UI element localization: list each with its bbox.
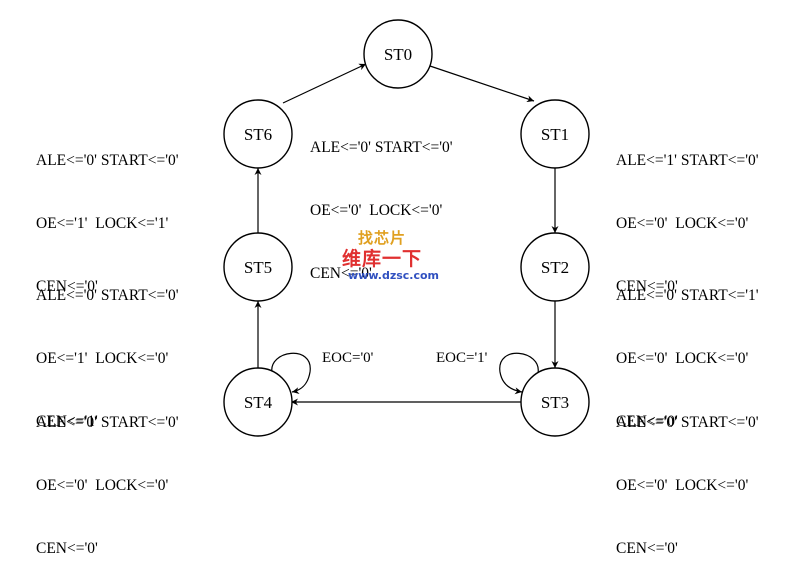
outputs-st3: ALE<='0' START<='0' OE<='0' LOCK<='0' CE… [616, 370, 759, 580]
outputs-st6-line-2: OE<='1' LOCK<='1' [36, 215, 169, 232]
outputs-st2: ALE<='0' START<='1' OE<='0' LOCK<='0' CE… [616, 243, 759, 453]
condition-st4-loop: EOC='0' [322, 350, 374, 366]
edge-st0-st1 [429, 65, 535, 103]
outputs-st5-line-1: ALE<='0' START<='0' [36, 287, 179, 304]
self-loop-st3 [499, 352, 539, 395]
self-loop-st4 [271, 352, 311, 395]
state-st3: ST3 [520, 367, 590, 437]
state-st1: ST1 [520, 99, 590, 169]
state-label-st3: ST3 [541, 393, 569, 412]
outputs-st4-line-2: OE<='0' LOCK<='0' [36, 477, 169, 494]
state-label-st6: ST6 [244, 125, 272, 144]
outputs-st0-line-2: OE<='0' LOCK<='0' [310, 202, 443, 219]
state-st4: ST4 [223, 367, 293, 437]
outputs-st0-line-1: ALE<='0' START<='0' [310, 139, 453, 156]
outputs-st0-line-3: CEN<='0' [310, 265, 372, 282]
outputs-st3-line-2: OE<='0' LOCK<='0' [616, 477, 749, 494]
state-label-st5: ST5 [244, 258, 272, 277]
state-st0: ST0 [363, 19, 433, 89]
outputs-st1-line-1: ALE<='1' START<='0' [616, 152, 759, 169]
outputs-st1-line-2: OE<='0' LOCK<='0' [616, 215, 749, 232]
outputs-st6-line-1: ALE<='0' START<='0' [36, 152, 179, 169]
watermark-middle-text: 维库一下 [342, 248, 423, 270]
state-label-st4: ST4 [244, 393, 273, 412]
outputs-st4-line-1: ALE<='0' START<='0' [36, 414, 179, 431]
outputs-st4-line-3: CEN<='0' [36, 540, 98, 557]
outputs-st0: ALE<='0' START<='0' OE<='0' LOCK<='0' CE… [310, 95, 453, 305]
watermark-url: www.dzsc.com [348, 269, 440, 282]
outputs-st1: ALE<='1' START<='0' OE<='0' LOCK<='0' CE… [616, 108, 759, 318]
state-st5: ST5 [223, 232, 293, 302]
outputs-st3-line-3: CEN<='0' [616, 540, 678, 557]
watermark-top-text: 找芯片 [358, 229, 407, 247]
watermark-logo: 找芯片 维库一下 www.dzsc.com [340, 227, 458, 285]
outputs-st5-line-3: CEN<='1' [36, 413, 98, 430]
state-st2: ST2 [520, 232, 590, 302]
outputs-st2-line-1: ALE<='0' START<='1' [616, 287, 759, 304]
state-label-st2: ST2 [541, 258, 569, 277]
outputs-st5-line-2: OE<='1' LOCK<='0' [36, 350, 169, 367]
outputs-st2-line-2: OE<='0' LOCK<='0' [616, 350, 749, 367]
outputs-st3-line-1: ALE<='0' START<='0' [616, 414, 759, 431]
outputs-st5: ALE<='0' START<='0' OE<='1' LOCK<='0' CE… [36, 243, 179, 453]
outputs-st6: ALE<='0' START<='0' OE<='1' LOCK<='1' CE… [36, 108, 179, 318]
outputs-st1-line-3: CEN<='0' [616, 278, 678, 295]
outputs-st6-line-3: CEN<='0' [36, 278, 98, 295]
edge-st6-st0 [282, 63, 367, 104]
state-diagram: ST0 ST1 ST2 ST3 ST4 ST5 ST6 EOC='0' EOC=… [223, 19, 590, 437]
condition-st3-loop: EOC='1' [436, 350, 488, 366]
state-st6: ST6 [223, 99, 293, 169]
outputs-st2-line-3: CEN<='0' [616, 413, 678, 430]
state-label-st1: ST1 [541, 125, 569, 144]
state-label-st0: ST0 [384, 45, 412, 64]
